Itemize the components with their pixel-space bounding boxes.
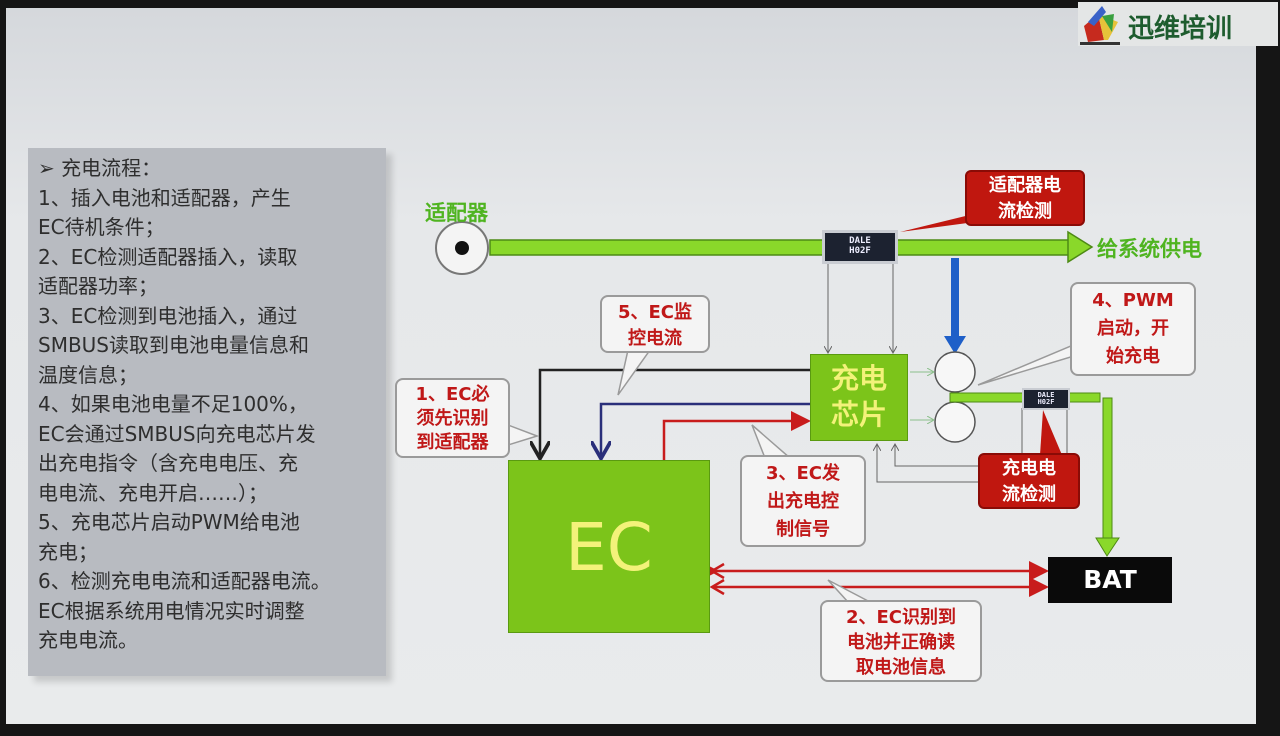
resistor-text: DALE [849,236,871,246]
callout-adapter-current-sense: 适配器电 流检测 [965,170,1085,226]
system-power-label: 给系统供电 [1097,237,1202,261]
charging-process-panel: ➢ 充电流程： 1、插入电池和适配器，产生 EC待机条件； 2、EC检测适配器插… [28,148,386,676]
current-monitor-line [601,402,810,456]
adapter-sense-resistor: DALE H02F [822,230,898,264]
callout-text: 2、EC识别到 [845,607,957,628]
panel-line: 5、充电芯片启动PWM给电池 [38,510,300,534]
brand-logo: 迅维培训 [1078,2,1278,46]
panel-line: 出充电指令（含充电电压、充 [38,451,298,475]
logo-text: 迅维培训 [1128,14,1233,44]
panel-heading: ➢ 充电流程： [38,156,162,180]
panel-line: 3、EC检测到电池插入，通过 [38,303,298,328]
panel-line: 温度信息； [38,362,138,387]
panel-line: SMBUS读取到电池电量信息和 [38,333,310,357]
resistor-text: DALE [1037,391,1055,399]
panel-line: EC根据系统用电情况实时调整 [38,598,305,623]
logo-icon [1080,6,1120,45]
charge-sense-resistor: DALE H02F [1022,388,1070,410]
callout-charge-current-sense: 充电电 流检测 [978,453,1080,509]
charger-chip-block: 充电 芯片 [810,354,908,441]
panel-line: EC待机条件； [38,215,165,239]
callout-text: 1、EC必 [415,384,490,405]
control-signal-line [662,411,811,460]
callout-text: 流检测 [1002,484,1056,505]
callout-text: 到适配器 [416,432,489,453]
panel-line: 1、插入电池和适配器，产生 [38,185,291,210]
mosfet-high-icon [934,351,976,393]
callout-step3: 3、EC发 出充电控 制信号 [740,455,866,547]
callout-text: 始充电 [1106,346,1160,367]
panel-line: 充电电流。 [38,628,138,652]
callout-text: 3、EC发 [765,463,841,484]
adapter-connector-icon [435,221,489,275]
callout-text: 出充电控 [767,491,839,512]
callout-text: 控电流 [628,328,682,349]
callout-text: 电池并正确读 [847,632,955,653]
charger-chip-text: 芯片 [830,398,887,431]
callout-text: 4、PWM [1092,290,1174,311]
callout-text: 适配器电 [989,175,1061,196]
callout-text: 5、EC监 [617,302,693,323]
panel-line: 适配器功率； [38,274,158,298]
panel-line: EC会通过SMBUS向充电芯片发 [38,421,316,446]
adapter-detect-line [540,368,810,456]
panel-line: 电电流、充电开启……）； [38,480,268,505]
callout-text: 须先识别 [416,408,489,429]
slide: ➢ 充电流程： 1、插入电池和适配器，产生 EC待机条件； 2、EC检测适配器插… [6,8,1256,724]
callout-text: 充电电 [1002,458,1056,479]
panel-line: 充电； [38,539,98,564]
battery-block: BAT [1048,557,1172,603]
panel-line: 2、EC检测适配器插入，读取 [38,244,298,269]
callout-step2: 2、EC识别到 电池并正确读 取电池信息 [820,600,982,682]
resistor-text: H02F [849,246,871,256]
callout-text: 制信号 [776,519,830,540]
mosfet-low-icon [934,401,976,443]
charger-chip-text: 充电 [830,362,887,395]
callout-text: 启动，开 [1097,318,1169,339]
smbus-arrows [699,561,1049,597]
adapter-label: 适配器 [425,201,488,225]
blue-arrow [944,258,966,354]
callout-step5: 5、EC监 控电流 [600,295,710,353]
ec-block: EC [508,460,710,633]
main-power-arrow [489,230,1094,264]
resistor-text: H02F [1037,398,1055,406]
callout-text: 取电池信息 [856,657,946,678]
panel-line: 4、如果电池电量不足100%， [38,392,308,416]
callout-step4: 4、PWM 启动，开 始充电 [1070,282,1196,376]
callout-text: 流检测 [998,201,1052,222]
callout-step1: 1、EC必 须先识别 到适配器 [395,378,510,458]
panel-line: 6、检测充电电流和适配器电流。 [38,569,331,593]
